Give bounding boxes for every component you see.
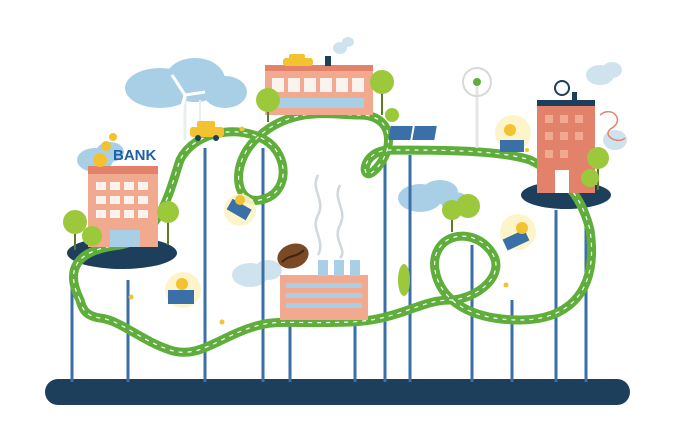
tree-middle-right	[442, 194, 480, 232]
recycling-turbine-icon	[462, 67, 492, 148]
bank-building: BANK	[88, 147, 158, 247]
right-factory-building	[537, 80, 595, 193]
mine-cart-1	[224, 194, 256, 226]
tree-bank-right	[157, 201, 179, 245]
coin-stack-icon	[93, 133, 117, 167]
wind-turbine-left	[170, 74, 206, 140]
mine-cart-2	[165, 272, 201, 308]
tree-top-left	[256, 88, 280, 122]
cloud-factory	[232, 260, 282, 287]
tree-right-factory	[581, 147, 609, 190]
bank-sign: BANK	[113, 147, 156, 164]
support-pillars	[70, 148, 588, 382]
central-factory	[280, 260, 368, 320]
top-shop-building	[265, 56, 373, 115]
factory-steam	[314, 174, 344, 259]
solar-panel-icon	[388, 126, 437, 140]
smoke-top-shop	[333, 37, 354, 54]
mine-cart-3	[495, 115, 531, 152]
taxi-car-top	[283, 54, 313, 66]
cloud-top-right	[586, 62, 622, 85]
taxi-car	[190, 121, 224, 141]
tree-top-right	[370, 70, 399, 122]
decorative-squiggle	[599, 110, 626, 142]
cloud-left	[125, 58, 247, 108]
ground-base	[45, 379, 630, 405]
mine-cart-4	[500, 214, 536, 251]
coffee-bean-icon	[277, 243, 309, 269]
tree-bush-center	[398, 264, 410, 296]
tree-bank-left	[63, 210, 102, 250]
scattered-coins	[128, 126, 529, 325]
